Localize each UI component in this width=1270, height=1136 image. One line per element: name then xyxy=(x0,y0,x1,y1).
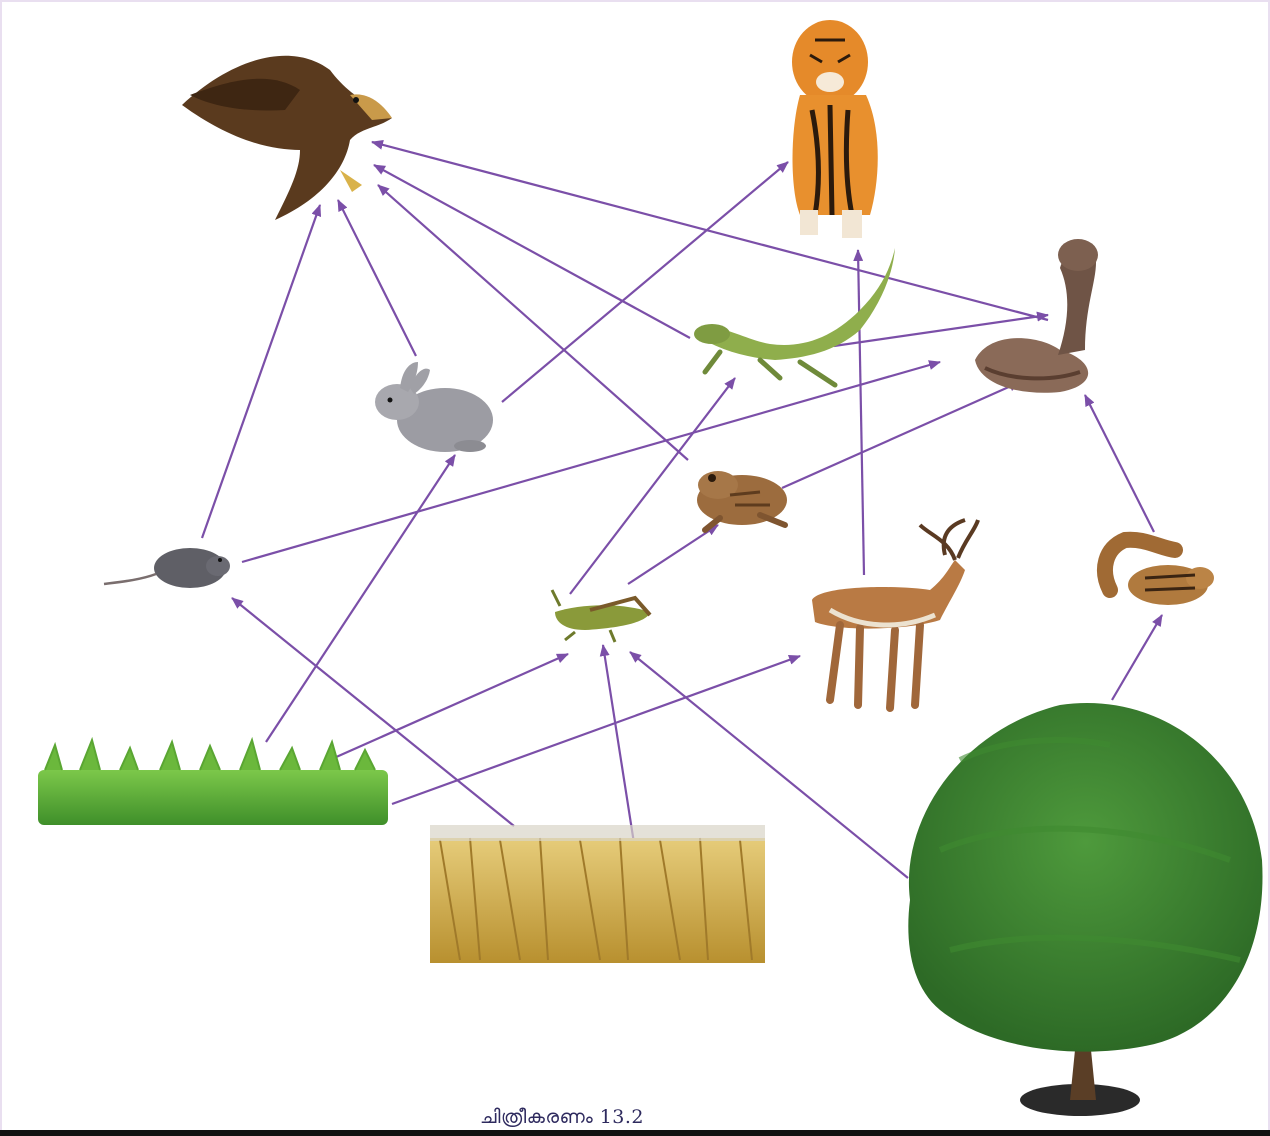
arrow-rabbit-to-eagle xyxy=(338,200,416,356)
paddy-icon xyxy=(430,825,765,963)
grass-icon xyxy=(38,740,388,825)
tiger-icon xyxy=(792,20,878,238)
arrow-grass-to-grasshopper xyxy=(334,654,568,758)
figure-caption: ചിത്രീകരണം 13.2 xyxy=(480,1106,644,1128)
screen-bottom-edge xyxy=(0,1130,1270,1136)
squirrel-icon xyxy=(1105,540,1214,605)
arrow-deer-to-tiger xyxy=(858,250,864,575)
grasshopper-icon xyxy=(552,590,650,642)
arrow-grass-to-rabbit xyxy=(266,455,455,742)
lizard-icon xyxy=(694,248,895,385)
arrow-paddy-to-grasshopper xyxy=(603,645,636,856)
arrow-rat-to-cobra xyxy=(242,362,940,562)
arrow-grass-to-deer xyxy=(392,656,800,804)
arrow-rabbit-to-tiger xyxy=(502,162,788,402)
arrow-grasshopper-to-frog xyxy=(628,525,718,584)
arrow-cobra-to-eagle xyxy=(372,142,1048,320)
deer-icon xyxy=(812,520,978,708)
rabbit-icon xyxy=(375,362,493,452)
arrow-rat-to-eagle xyxy=(202,205,320,538)
arrow-squirrel-to-cobra xyxy=(1085,395,1154,532)
rat-icon xyxy=(104,548,230,588)
eagle-icon xyxy=(182,56,392,220)
frog-icon xyxy=(697,471,787,530)
arrow-tree-to-squirrel xyxy=(1112,615,1162,700)
tree-icon xyxy=(908,703,1262,1116)
arrow-lizard-to-eagle xyxy=(374,165,690,338)
